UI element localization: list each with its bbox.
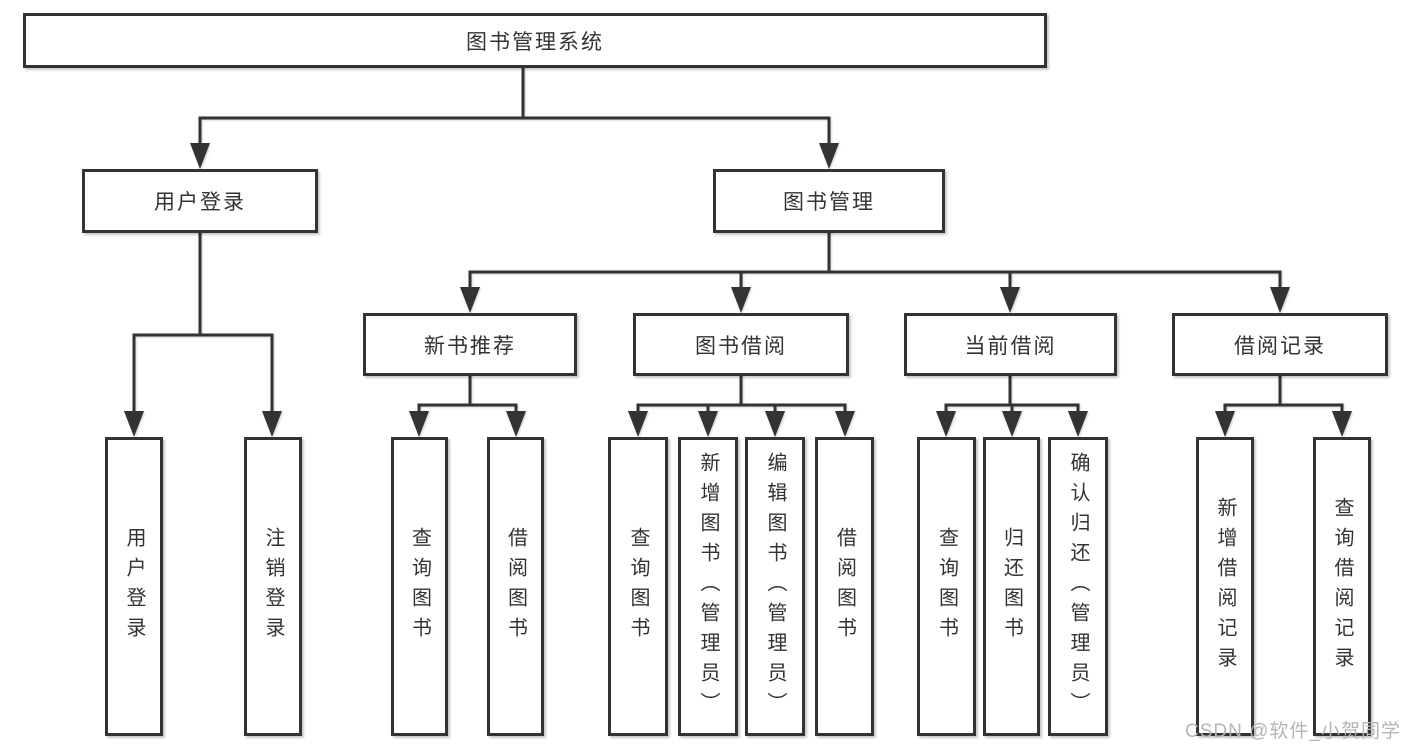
node-root-label: 图书管理系统 [466, 30, 604, 54]
leaf-cb-query-books: 查询图书 [917, 437, 976, 736]
connector-user-login-children [124, 231, 282, 437]
leaf-nb-borrow-books: 借阅图书 [487, 437, 544, 736]
leaf-cb-query-books-label: 查询图书 [935, 526, 958, 647]
leaf-bb-borrow-books-label: 借阅图书 [833, 526, 856, 647]
leaf-br-add-record: 新增借阅记录 [1196, 437, 1254, 736]
node-borrow-records-label: 借阅记录 [1234, 334, 1326, 358]
leaf-bb-borrow-books: 借阅图书 [815, 437, 874, 736]
leaf-cb-confirm-return-admin: 确认归还（管理员） [1048, 437, 1108, 736]
leaf-nb-query-books: 查询图书 [391, 437, 448, 736]
node-new-book-rec-label: 新书推荐 [424, 334, 516, 358]
node-book-mgmt-label: 图书管理 [783, 191, 875, 214]
connector-root-to-level2 [190, 66, 839, 169]
connector-book-mgmt-to-level3 [460, 231, 1290, 313]
leaf-bb-edit-books-admin: 编辑图书（管理员） [745, 437, 805, 736]
leaf-bb-add-books-admin: 新增图书（管理员） [678, 437, 738, 736]
leaf-logout: 注销登录 [244, 437, 302, 736]
leaf-bb-query-books: 查询图书 [608, 437, 668, 736]
node-book-borrow: 图书借阅 [633, 313, 849, 376]
node-new-book-rec: 新书推荐 [363, 313, 577, 376]
watermark-text: CSDN @软件_小贺同学 [1185, 721, 1401, 742]
leaf-cb-return-books: 归还图书 [983, 437, 1040, 736]
leaf-user-login: 用户登录 [105, 437, 163, 736]
leaf-user-login-label: 用户登录 [123, 526, 145, 647]
node-book-mgmt: 图书管理 [713, 169, 945, 233]
connector-new-book-children [409, 374, 526, 437]
leaf-bb-edit-books-admin-label: 编辑图书（管理员） [764, 451, 786, 722]
node-current-borrow-label: 当前借阅 [964, 334, 1057, 358]
node-root: 图书管理系统 [23, 13, 1047, 68]
leaf-br-query-record: 查询借阅记录 [1313, 437, 1371, 736]
leaf-bb-query-books-label: 查询图书 [627, 526, 649, 647]
node-current-borrow: 当前借阅 [904, 313, 1117, 376]
leaf-nb-query-books-label: 查询图书 [408, 526, 431, 647]
leaf-bb-add-books-admin-label: 新增图书（管理员） [697, 451, 719, 722]
leaf-nb-borrow-books-label: 借阅图书 [504, 526, 527, 647]
connector-current-borrow-children [936, 374, 1088, 437]
leaf-logout-label: 注销登录 [262, 526, 284, 647]
connector-book-borrow-children [628, 374, 855, 437]
node-borrow-records: 借阅记录 [1172, 313, 1388, 376]
node-user-login: 用户登录 [82, 169, 318, 233]
leaf-br-query-record-label: 查询借阅记录 [1331, 496, 1353, 677]
node-user-login-label: 用户登录 [154, 191, 246, 214]
leaf-cb-return-books-label: 归还图书 [1000, 526, 1023, 647]
leaf-br-add-record-label: 新增借阅记录 [1214, 496, 1236, 677]
node-book-borrow-label: 图书借阅 [695, 334, 787, 358]
connector-borrow-records-children [1215, 374, 1352, 437]
leaf-cb-confirm-return-admin-label: 确认归还（管理员） [1067, 451, 1089, 722]
